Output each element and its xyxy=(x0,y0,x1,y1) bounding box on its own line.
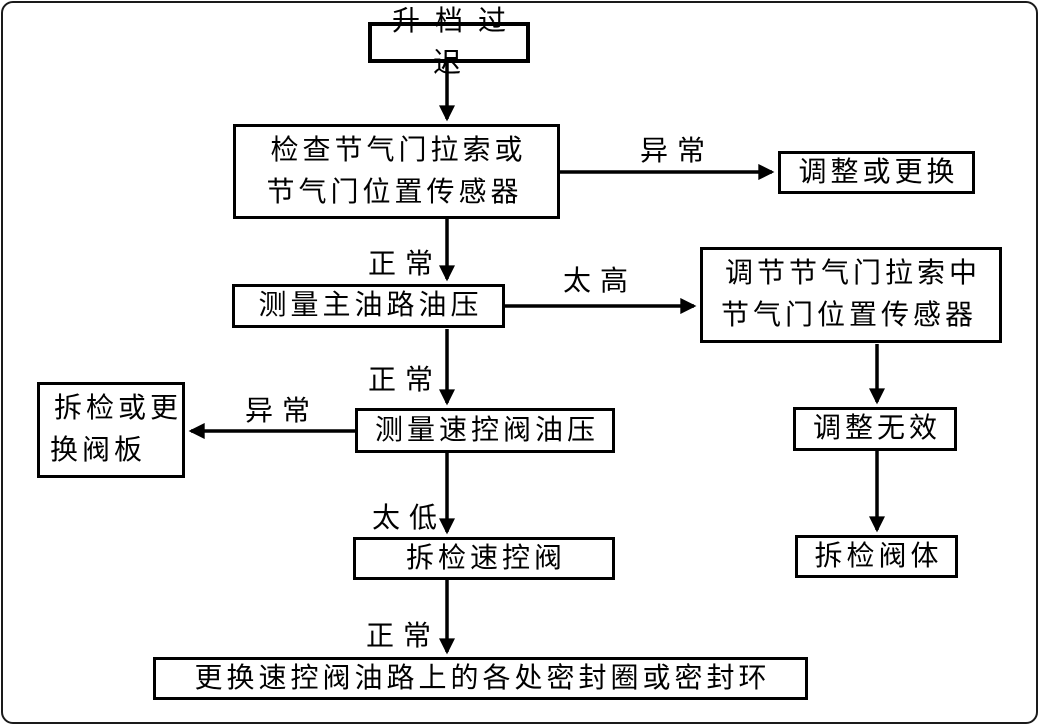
node-measure-governor-pressure: 测量速控阀油压 xyxy=(355,408,615,453)
node-adjust-or-replace: 调整或更换 xyxy=(778,151,975,194)
node-inspect-valve-body: 拆检阀体 xyxy=(795,535,958,578)
node-inspect-replace-plate: 拆检或更 换阀板 xyxy=(37,382,185,478)
node-check-throttle: 检查节气门拉索或 节气门位置传感器 xyxy=(233,124,560,219)
node-start: 升 档 过 迟 xyxy=(368,6,530,79)
node-adjustment-ineffective: 调整无效 xyxy=(793,407,957,451)
edge-label-normal-2: 正常 xyxy=(368,365,443,396)
edge-label-normal-1: 正常 xyxy=(368,249,443,280)
node-inspect-governor-valve: 拆检速控阀 xyxy=(353,537,615,580)
node-adjust-cable-sensor: 调节节气门拉索中 节气门位置传感器 xyxy=(700,247,1002,343)
node-measure-main-pressure: 测量主油路油压 xyxy=(232,284,505,328)
edge-label-too-low: 太低 xyxy=(372,503,447,534)
edge-label-too-high: 太高 xyxy=(563,266,638,297)
node-replace-seals: 更换速控阀油路上的各处密封圈或密封环 xyxy=(153,657,808,700)
edge-label-abnormal-1: 异常 xyxy=(640,136,715,167)
edge-label-normal-3: 正常 xyxy=(366,621,441,652)
edge-label-abnormal-2: 异常 xyxy=(245,396,320,427)
